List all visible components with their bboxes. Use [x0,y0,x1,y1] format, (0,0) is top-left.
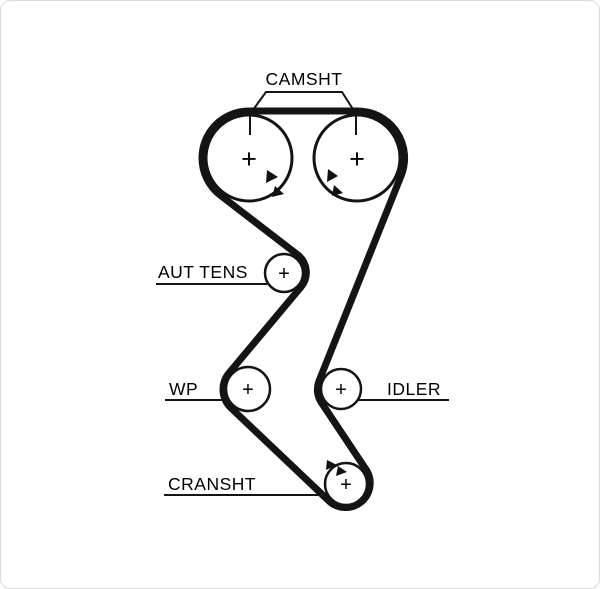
camshaft-label-bracket [249,91,357,135]
camshaft-label: CAMSHT [266,69,343,89]
camshaft-left-rotation-arrow-1 [266,170,278,183]
water-pump-center-mark: + [242,379,254,401]
camshaft-right-rotation-arrow-2 [332,185,343,196]
camshaft-right-rotation-arrow-1 [327,169,338,182]
water-pump-label: WP [169,379,198,399]
crankshaft-rotation-arrow-2 [336,466,347,476]
idler-label: IDLER [387,379,441,399]
crankshaft-pulley [323,461,369,507]
tensioner-center-mark: + [278,263,290,285]
idler-center-mark: + [335,379,347,401]
timing-belt-path [198,107,409,511]
camshaft-left-center-mark: + [241,144,257,174]
camshaft-left-rotation-arrow-2 [272,186,284,197]
tensioner-pulley [263,252,305,294]
tensioner-label: AUT TENS [158,262,248,282]
crankshaft-rotation-arrow-1 [326,460,337,470]
crankshaft-label: CRANSHT [168,474,256,494]
camshaft-right-center-mark: + [349,144,365,174]
crankshaft-center-mark: + [340,474,352,496]
water-pump-pulley [224,365,272,413]
idler-pulley [319,367,363,411]
